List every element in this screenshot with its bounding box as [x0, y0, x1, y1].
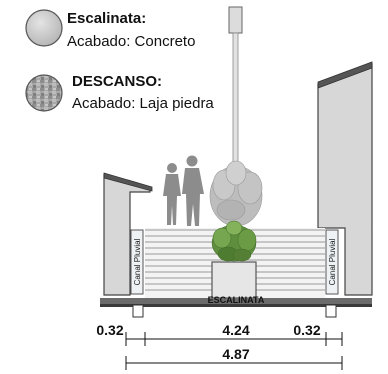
left-retaining-wall	[103, 172, 153, 296]
legend-subtitle-descanso: Acabado: Laja piedra	[72, 95, 214, 112]
tree-crown	[209, 160, 263, 227]
right-channel-label: Canal Pluvial	[328, 238, 337, 285]
legend-title-descanso: DESCANSO:	[72, 73, 162, 90]
dimension-total-width: 4.87	[222, 346, 249, 362]
legend: Escalinata: Acabado: Concreto DESCANSO: …	[25, 9, 214, 112]
dimension-lines	[125, 332, 343, 370]
dimension-labels: 0.32 4.24 0.32 4.87	[96, 322, 320, 362]
right-retaining-wall	[317, 61, 373, 296]
base-slab: ESCALINATA	[100, 295, 372, 307]
concrete-swatch-icon	[25, 9, 63, 47]
shrub	[211, 220, 257, 262]
legend-item-escalinata: Escalinata: Acabado: Concreto	[25, 9, 195, 50]
legend-subtitle-escalinata: Acabado: Concreto	[67, 33, 195, 50]
dimension-left-gap: 0.32	[96, 322, 123, 338]
left-channel-label: Canal Pluvial	[133, 238, 142, 285]
people-silhouettes	[163, 155, 204, 226]
right-rain-channel: Canal Pluvial	[325, 229, 339, 295]
dimension-center-width: 4.24	[222, 322, 249, 338]
lamp-head	[228, 6, 243, 34]
left-rain-channel: Canal Pluvial	[130, 229, 144, 295]
stone-swatch-icon	[25, 74, 63, 112]
dimension-right-gap: 0.32	[293, 322, 320, 338]
planter-box	[211, 261, 257, 299]
planter	[211, 220, 257, 299]
base-slab-label: ESCALINATA	[208, 295, 265, 305]
legend-item-descanso: DESCANSO: Acabado: Laja piedra	[25, 73, 214, 112]
channel-drains	[132, 304, 337, 318]
legend-title-escalinata: Escalinata:	[67, 10, 146, 27]
